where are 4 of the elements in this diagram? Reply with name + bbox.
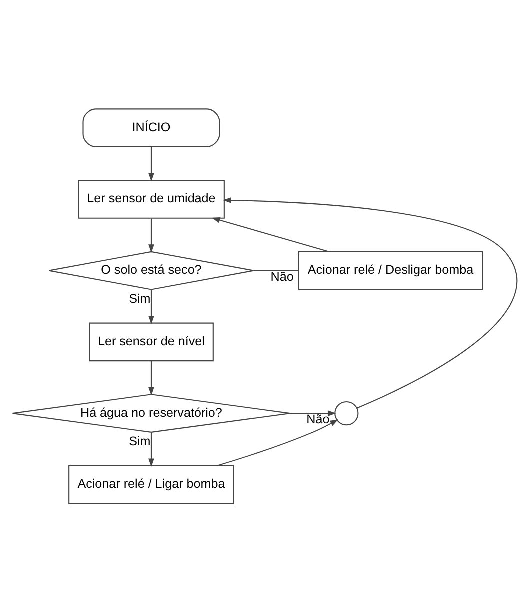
edge-label: Sim xyxy=(129,434,151,449)
edge-label: Não xyxy=(306,412,330,427)
edge-label: Não xyxy=(270,270,294,284)
edge-label: Sim xyxy=(129,292,151,306)
